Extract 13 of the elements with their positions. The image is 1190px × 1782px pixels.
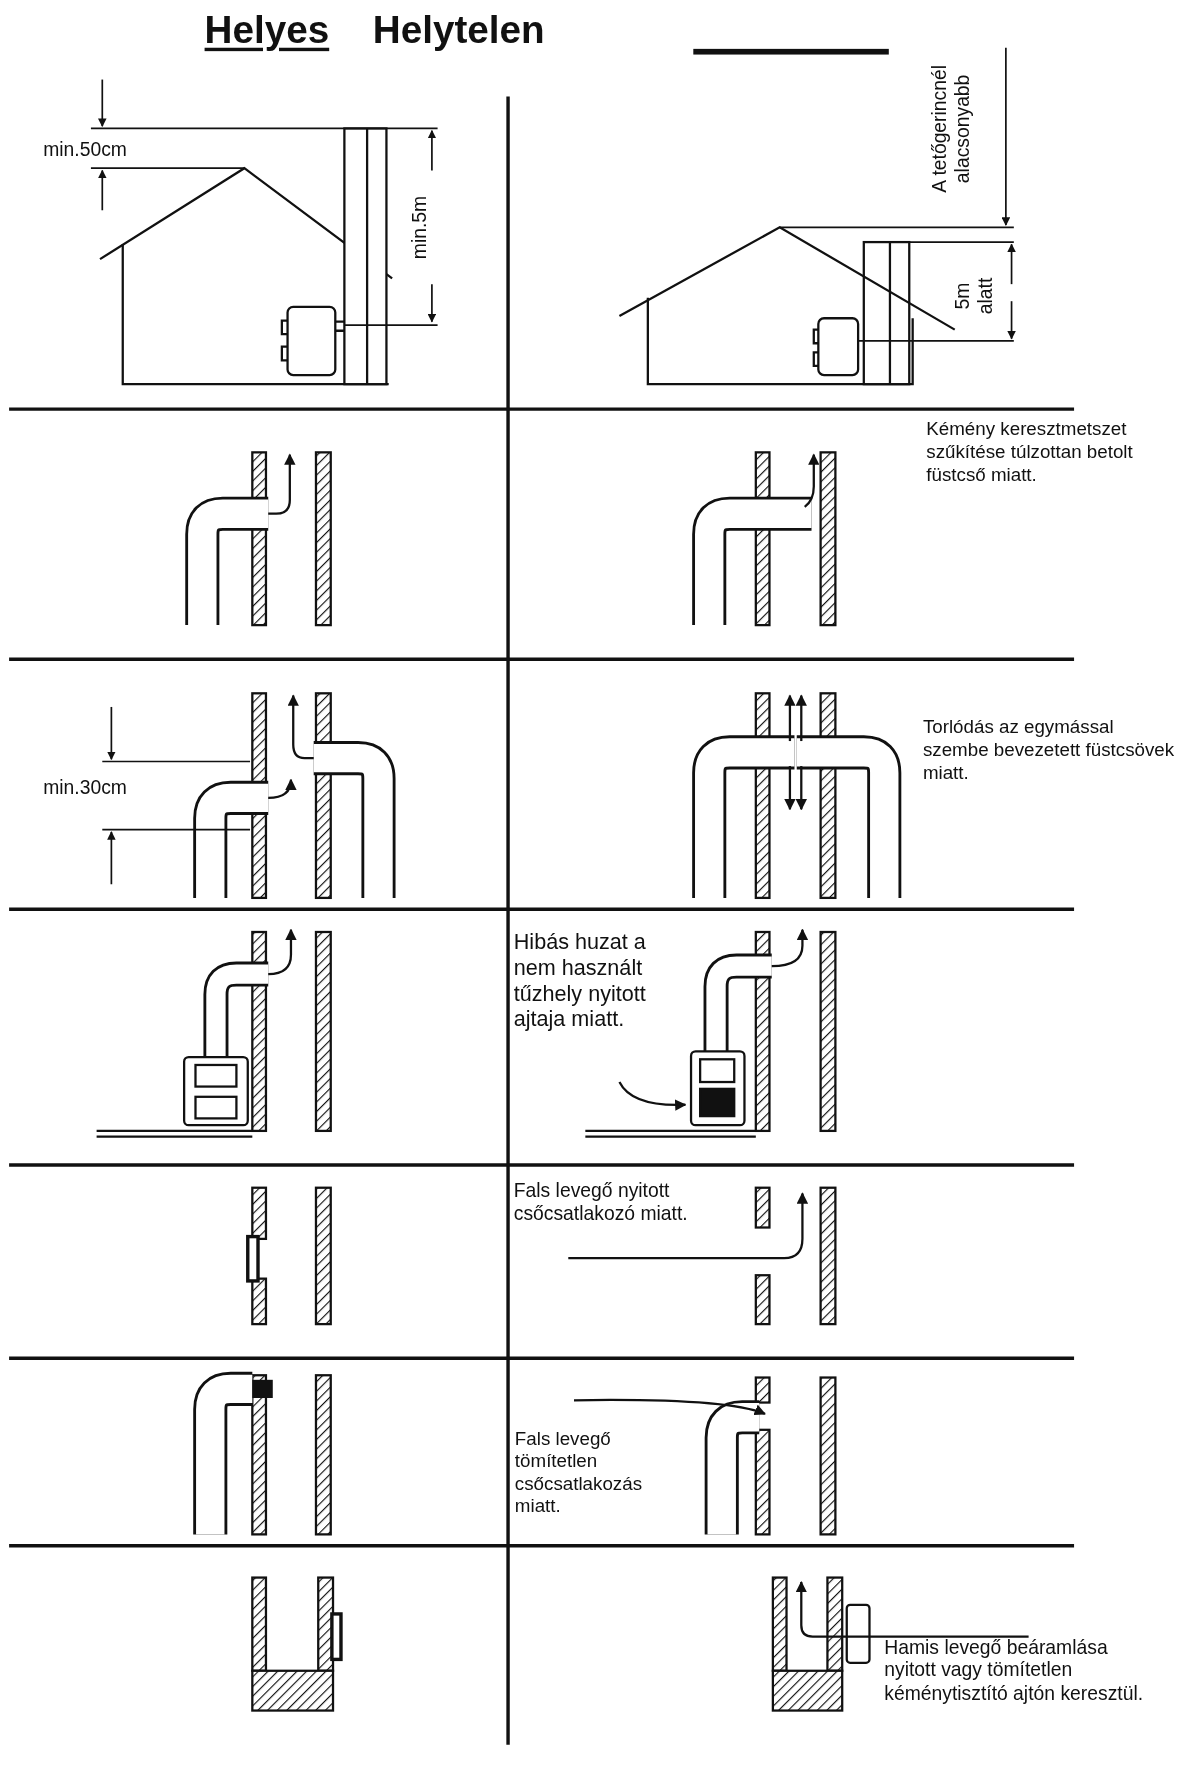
- column-heading: Helytelen: [372, 6, 545, 54]
- dimension-label: 5m alatt: [952, 276, 998, 317]
- column-heading: Helyes: [204, 6, 330, 54]
- note-text: Kémény keresztmetszet szűkítése túlzottan betolt füstcső miatt.: [926, 418, 1134, 486]
- note-text: A tetőgerincnél alacsonyabb: [929, 63, 976, 195]
- dimension-label: min.30cm: [43, 777, 127, 801]
- note-text: Fals levegő tömítetlen csőcsatlakozás miatt.: [514, 1427, 644, 1518]
- note-text: Fals levegő nyitott csőcsatlakozó miatt.: [513, 1179, 689, 1227]
- dimension-label: min.5m: [408, 194, 432, 262]
- note-text: Torlódás az egymással szembe bevezetett füstcsövek miatt.: [922, 716, 1176, 784]
- note-text: Hibás huzat a nem használt tűzhely nyitott ajtaja miatt.: [513, 929, 647, 1034]
- dimension-label: min.50cm: [43, 138, 127, 162]
- note-text: Hamis levegő beáramlása nyitott vagy tömítetlen kéménytisztító ajtón keresztül.: [884, 1636, 1145, 1707]
